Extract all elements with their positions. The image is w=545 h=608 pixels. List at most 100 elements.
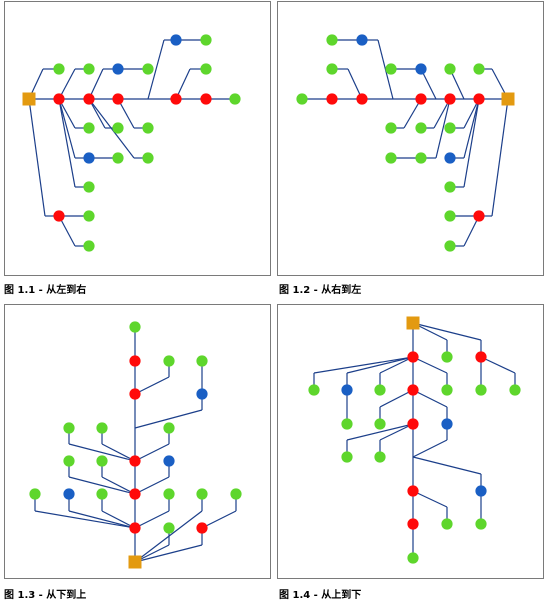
green-node: [374, 451, 386, 463]
blue-node: [441, 418, 453, 430]
red-node: [53, 210, 65, 222]
green-node: [326, 34, 338, 46]
nodes: [296, 34, 515, 252]
edge-line: [134, 376, 170, 395]
green-node: [129, 321, 141, 333]
edge-line: [58, 68, 76, 100]
edge-line: [403, 98, 422, 129]
tree-graph-left-to-right: [22, 34, 241, 252]
blue-node: [163, 455, 175, 467]
blue-node: [475, 485, 487, 497]
edge-line: [463, 98, 480, 159]
red-node: [407, 384, 419, 396]
green-node: [63, 455, 75, 467]
edge-line: [491, 98, 509, 217]
edge-line: [379, 356, 414, 374]
green-node: [374, 418, 386, 430]
green-node: [96, 488, 108, 500]
edge-line: [58, 98, 76, 159]
edge-line: [134, 510, 170, 529]
green-node: [509, 384, 521, 396]
edge-line: [379, 423, 414, 441]
blue-node: [444, 152, 456, 164]
red-node: [407, 418, 419, 430]
diagram-top-to-bottom: [277, 304, 544, 579]
edge-line: [28, 98, 46, 217]
green-node: [163, 355, 175, 367]
green-node: [112, 152, 124, 164]
red-node: [473, 93, 485, 105]
red-node: [129, 355, 141, 367]
edge-line: [34, 510, 136, 529]
root-node: [128, 555, 142, 569]
edge-line: [58, 215, 76, 247]
blue-node: [63, 488, 75, 500]
green-node: [385, 122, 397, 134]
edge-line: [412, 322, 482, 341]
red-node: [475, 351, 487, 363]
edge-line: [201, 510, 237, 529]
caption-right-to-left: 图 1.2 - 从右到左: [279, 285, 362, 296]
red-node: [83, 93, 95, 105]
green-node: [200, 34, 212, 46]
green-node: [83, 122, 95, 134]
edge-line: [101, 510, 136, 529]
edge-line: [147, 39, 165, 100]
green-node: [196, 488, 208, 500]
edge-line: [134, 409, 203, 429]
nodes: [22, 34, 241, 252]
green-node: [230, 488, 242, 500]
blue-node: [112, 63, 124, 75]
green-node: [96, 422, 108, 434]
edge-line: [412, 490, 448, 508]
red-node: [326, 93, 338, 105]
red-node: [407, 351, 419, 363]
green-node: [83, 181, 95, 193]
edge-line: [346, 356, 414, 374]
blue-node: [415, 63, 427, 75]
green-node: [473, 63, 485, 75]
green-node: [444, 181, 456, 193]
edge-line: [68, 510, 136, 529]
edge-line: [412, 456, 482, 475]
nodes: [29, 321, 242, 569]
red-node: [407, 485, 419, 497]
green-node: [200, 63, 212, 75]
blue-node: [170, 34, 182, 46]
blue-node: [341, 384, 353, 396]
diagram-bottom-to-top: [4, 304, 271, 579]
green-node: [83, 63, 95, 75]
green-node: [385, 63, 397, 75]
edge-line: [58, 98, 76, 188]
blue-node: [356, 34, 368, 46]
green-node: [415, 122, 427, 134]
green-node: [444, 210, 456, 222]
green-node: [53, 63, 65, 75]
caption-bottom-to-top: 图 1.3 - 从下到上: [4, 590, 87, 601]
green-node: [142, 122, 154, 134]
blue-node: [83, 152, 95, 164]
green-node: [296, 93, 308, 105]
edge-line: [313, 356, 414, 374]
red-node: [129, 488, 141, 500]
green-node: [326, 63, 338, 75]
edge-line: [134, 443, 170, 462]
green-node: [308, 384, 320, 396]
tree-graph-top-to-bottom: [308, 316, 521, 564]
green-node: [63, 422, 75, 434]
red-node: [356, 93, 368, 105]
green-node: [441, 384, 453, 396]
edge-line: [412, 389, 448, 408]
edge-line: [68, 443, 136, 462]
green-node: [441, 518, 453, 530]
green-node: [415, 152, 427, 164]
edge-line: [435, 98, 451, 159]
green-node: [407, 552, 419, 564]
red-node: [415, 93, 427, 105]
green-node: [374, 384, 386, 396]
green-node: [83, 210, 95, 222]
green-node: [83, 240, 95, 252]
green-node: [441, 351, 453, 363]
green-node: [163, 522, 175, 534]
red-node: [170, 93, 182, 105]
